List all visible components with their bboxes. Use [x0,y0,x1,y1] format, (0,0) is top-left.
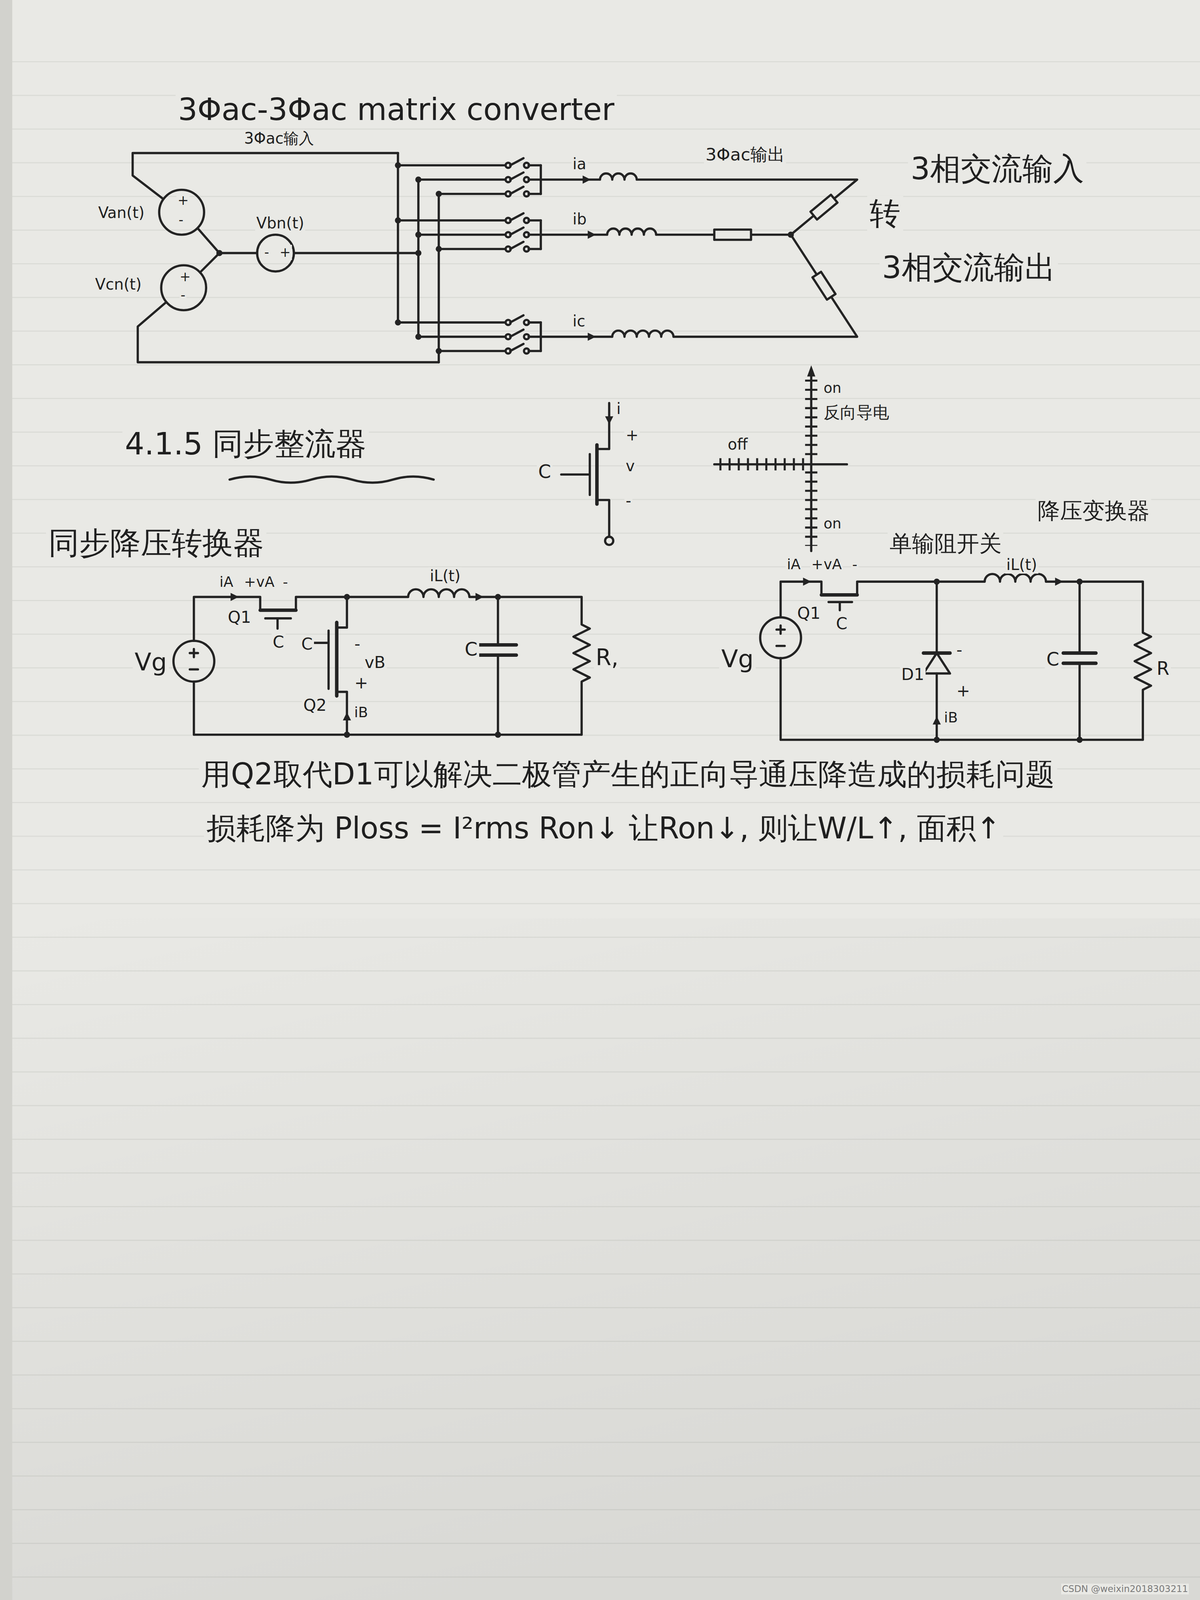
annotation-label: Vg [719,644,756,673]
annotation-label: + [353,673,370,693]
underline [229,476,434,483]
annotation-label: Vg [132,648,170,676]
annotation-label: vA [822,556,843,573]
annotation-label: + [178,269,192,285]
annotation-label: iL(t) [1005,556,1039,574]
annotation-label: i [615,400,622,418]
annotation-label: iB [353,704,370,721]
output-line-a [540,173,858,235]
annotation-label: + [624,426,640,444]
annotation-label: Vbn(t) [255,214,306,232]
annotation-label: 3Φac输入 [242,129,316,148]
annotation-label: C [536,461,553,483]
annotation-label: on [822,379,843,396]
annotation-label: Q2 [302,696,328,715]
annotation-label: vB [363,653,387,672]
annotation-label: C [300,634,314,654]
annotation-label: R, [594,644,621,671]
annotation-label: on [822,515,843,532]
annotation-label: 降压变换器 [1035,498,1152,524]
mosfet-symbol [561,403,614,546]
ruled-lines [0,61,1200,1600]
annotation-label: ic [571,312,587,330]
switch-lead [398,165,506,351]
annotation-label: iA [785,556,802,573]
annotation-label: Q1 [796,604,822,623]
annotation-label: C [271,632,286,652]
annotation-label: 4.1.5 同步整流器 [122,426,369,462]
wire [137,302,439,363]
annotation-label: ia [571,155,588,173]
annotation-label: C [463,638,479,660]
annotation-label: - [281,573,290,590]
wire [198,228,258,253]
annotation-label: vA [255,573,276,590]
annotation-label: 3Φac输出 [704,144,786,165]
annotation-label: D1 [900,665,926,684]
annotation-label: iA [218,573,235,590]
annotation-label: + [955,681,972,701]
resistor-symbol [812,272,836,300]
current-arrow [587,230,596,239]
switch-symbol [505,158,541,354]
annotation-label: R [1155,658,1171,680]
annotation-label: 损耗降为 Ploss = I²rms Ron↓ 让Ron↓, 则让W/L↑, 面… [204,811,1004,846]
resistor-symbol [714,229,752,240]
annotation-label: C [834,614,849,634]
wire [294,252,419,255]
annotation-label: Van(t) [96,204,146,222]
diode-buck-circuit [760,574,1152,743]
current-arrow [582,175,591,184]
annotation-label: 3相交流输出 [879,250,1058,286]
voltage-source [257,234,294,272]
matrix-converter [132,153,858,363]
characteristic-graph [714,365,848,551]
annotation-label: iL(t) [428,567,462,585]
annotation-label: - [624,492,633,510]
sync-buck-circuit [173,589,590,738]
page-edge [0,0,13,1600]
wire [200,253,220,273]
annotation-label: 单输阻开关 [887,530,1004,557]
output-line-b [540,228,791,235]
annotation-label: 同步降压转换器 [46,525,267,561]
annotation-label: - [177,212,185,228]
annotation-label: - [353,634,362,654]
page-shadow [0,918,1200,1600]
input-bus [398,153,439,363]
annotation-label: v [624,457,636,475]
annotation-label: - [955,640,964,660]
wire [132,153,398,200]
current-arrow [587,332,596,341]
annotation-label: 用Q2取代D1可以解决二极管产生的正向导通压降造成的损耗问题 [198,757,1057,792]
annotation-label: 转 [867,196,903,232]
watermark: CSDN @weixin2018303211 [1061,1583,1189,1594]
annotation-label: - [851,556,859,573]
annotation-label: - [263,244,270,260]
annotation-label: Q1 [226,608,253,627]
annotation-label: ib [571,210,588,228]
annotation-label: + [176,192,190,208]
junction-dot [394,162,442,355]
annotation-label: off [726,435,749,454]
page-title: 3Φac-3Φac matrix converter [175,92,617,128]
annotation-label: - [179,287,187,303]
annotation-label: + [278,244,292,260]
output-line-c [540,234,858,337]
annotation-label: 反向导电 [822,403,891,422]
annotation-label: C [1044,648,1061,670]
junction-dot [216,250,223,256]
annotation-label: 3相交流输入 [908,151,1087,187]
junction-dot [787,231,794,238]
annotation-label: iB [942,709,959,726]
annotation-label: Vcn(t) [94,275,143,294]
resistor-symbol [810,194,838,220]
